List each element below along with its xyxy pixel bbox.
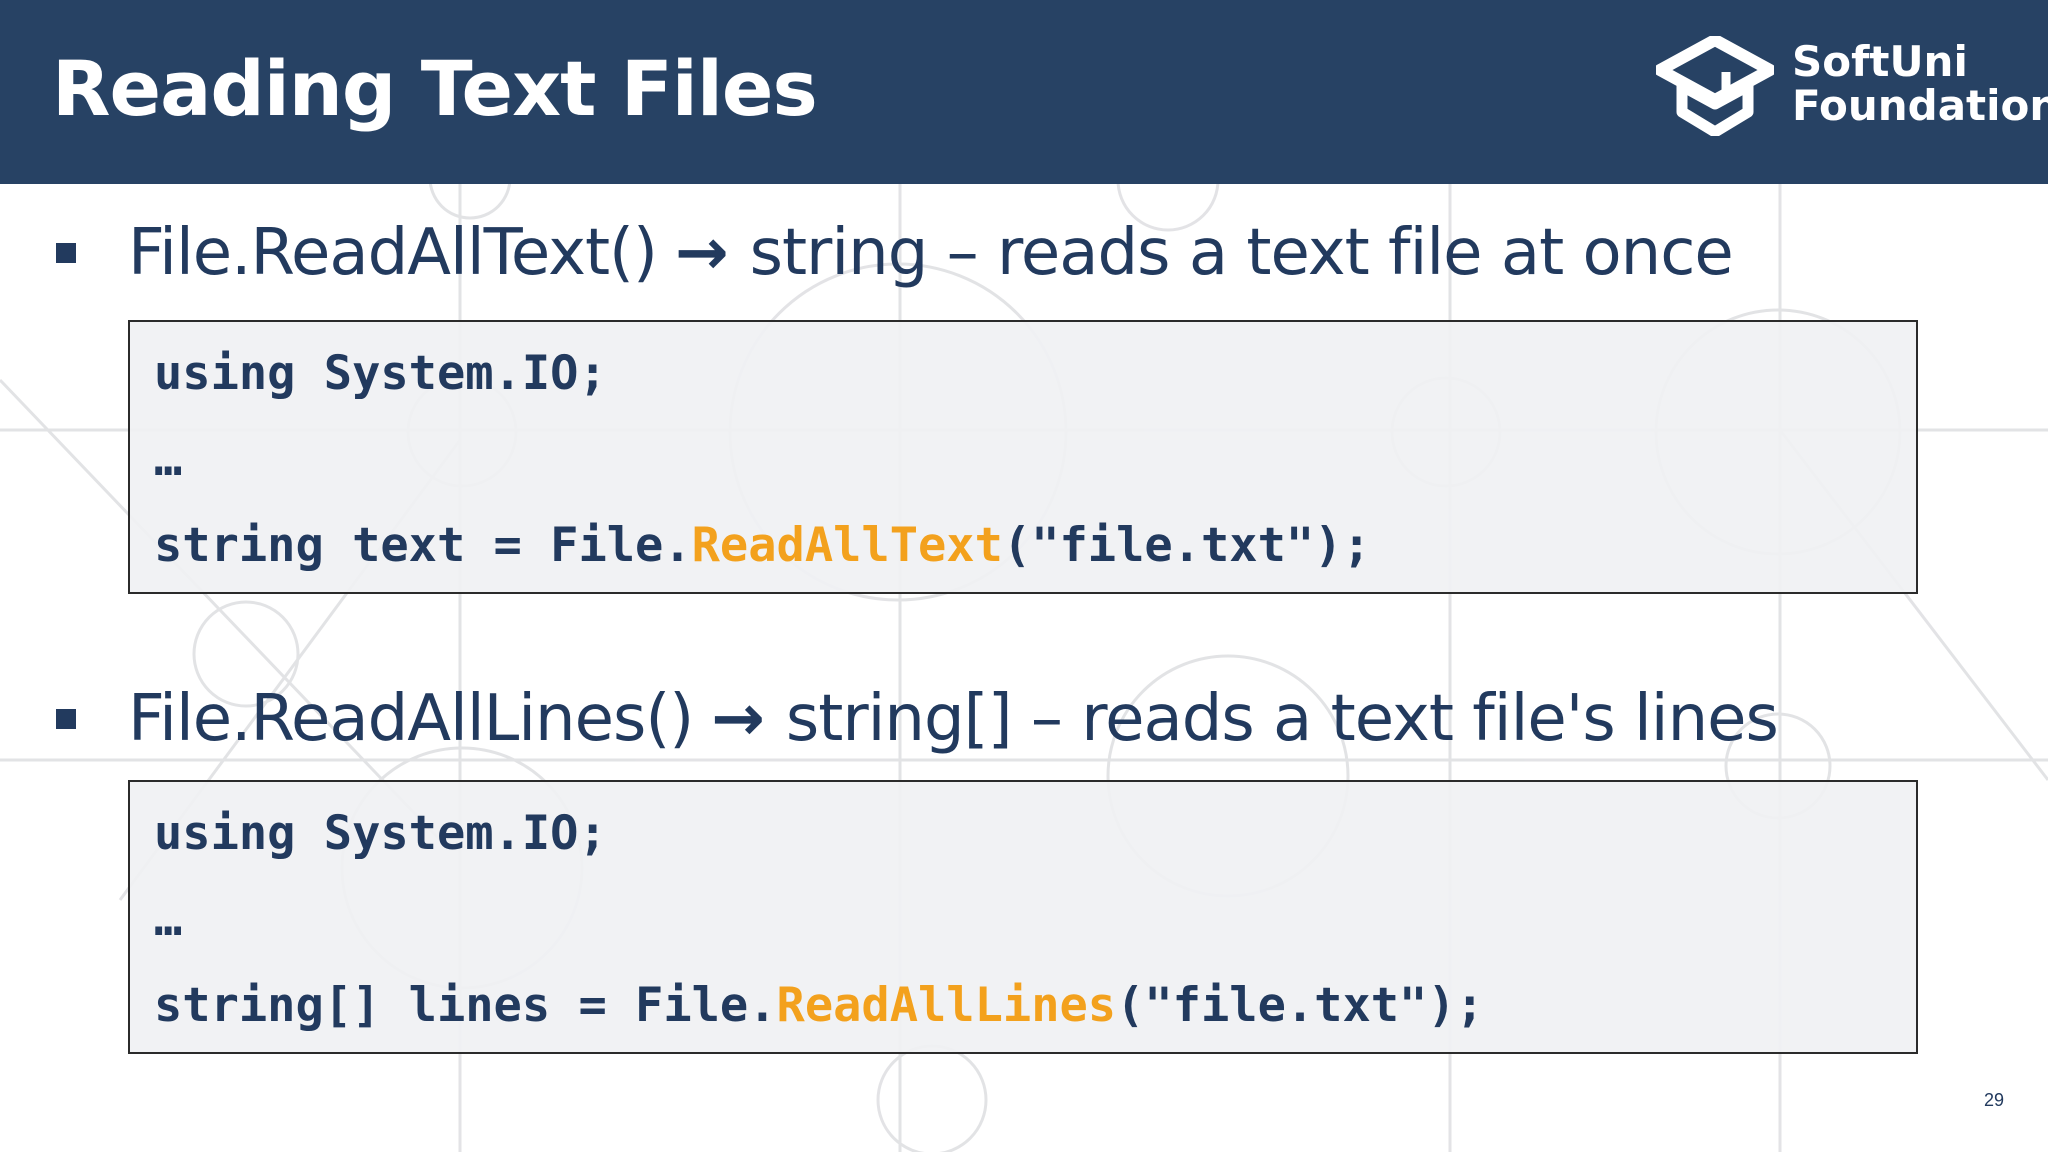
code-line-using: using System.IO; — [154, 806, 607, 861]
code-block-read-all-text: using System.IO; … string text = File.Re… — [128, 320, 1918, 594]
code-line-statement: string text = File.ReadAllText("file.txt… — [154, 516, 1371, 576]
softuni-logo: SoftUni Foundation — [1656, 36, 2048, 136]
bullet-square-icon — [56, 243, 76, 263]
code-statement-start: string text = File. — [154, 518, 692, 573]
bullet-description: string – reads a text file at once — [749, 216, 1734, 290]
bullet-read-all-lines: File.ReadAllLines() → string[] – reads a… — [56, 674, 1779, 764]
logo-text-line1: SoftUni — [1792, 37, 1968, 86]
code-block-read-all-lines: using System.IO; … string[] lines = File… — [128, 780, 1918, 1054]
code-line-ellipsis: … — [154, 432, 183, 487]
code-method-highlight: ReadAllText — [691, 518, 1003, 573]
slide-title: Reading Text Files — [52, 44, 818, 133]
code-line-statement: string[] lines = File.ReadAllLines("file… — [154, 976, 1484, 1036]
code-method-highlight: ReadAllLines — [776, 978, 1117, 1033]
logo-text-line2: Foundation — [1792, 81, 2048, 130]
header-bar: Reading Text Files SoftUni Foundation — [0, 0, 2048, 184]
code-line-ellipsis: … — [154, 892, 183, 947]
bullet-method: File.ReadAllLines() — [128, 682, 694, 756]
page-number: 29 — [1984, 1090, 2005, 1110]
graduation-cap-icon — [1656, 36, 1774, 136]
bullet-description: string[] – reads a text file's lines — [785, 682, 1779, 756]
right-arrow-icon: → — [711, 682, 765, 756]
code-statement-end: ("file.txt"); — [1116, 978, 1484, 1033]
code-statement-end: ("file.txt"); — [1002, 518, 1371, 573]
bullet-square-icon — [56, 709, 76, 729]
right-arrow-icon: → — [674, 216, 729, 290]
code-line-using: using System.IO; — [154, 346, 607, 401]
code-statement-start: string[] lines = File. — [154, 978, 777, 1033]
bullet-method: File.ReadAllText() — [128, 216, 658, 290]
bullet-read-all-text: File.ReadAllText() → string – reads a te… — [56, 208, 1734, 298]
